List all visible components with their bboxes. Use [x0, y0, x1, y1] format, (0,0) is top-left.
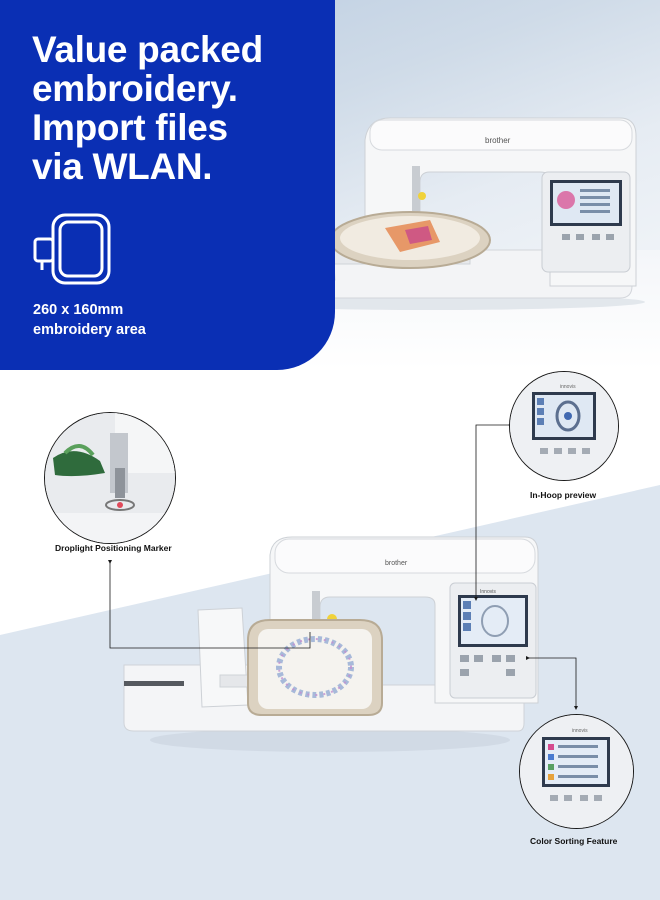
droplight-closeup	[45, 413, 175, 543]
in-hoop-preview-closeup: innovis	[510, 372, 618, 480]
headline: Value packed embroidery. Import files vi…	[32, 30, 322, 186]
needle-closeup-image	[45, 413, 175, 543]
embroidery-hoop-icon	[33, 213, 111, 285]
embroidery-area-label: embroidery area	[33, 322, 146, 338]
droplight-caption: Droplight Positioning Marker	[55, 543, 172, 553]
svg-text:brother: brother	[485, 136, 511, 145]
callout-connectors	[108, 423, 578, 710]
headline-line-3: Import files	[32, 107, 228, 148]
machine-brand-label: brother	[385, 560, 408, 567]
in-hoop-screen-image: innovis	[510, 372, 618, 480]
color-sorting-caption: Color Sorting Feature	[530, 836, 618, 846]
embroidery-machine-front-image: brother Innovis	[123, 536, 539, 752]
headline-line-4: via WLAN.	[32, 146, 213, 187]
features-section: brother Innovis	[0, 370, 660, 900]
svg-text:innovis: innovis	[572, 728, 588, 734]
headline-line-1: Value packed	[32, 29, 263, 70]
color-sorting-closeup: innovis	[520, 715, 633, 828]
headline-line-2: embroidery.	[32, 68, 238, 109]
in-hoop-caption: In-Hoop preview	[530, 490, 597, 500]
top-banner: brother Value packed embroidery. Import …	[0, 0, 660, 370]
headline-panel: Value packed embroidery. Import files vi…	[0, 0, 335, 370]
embroidery-area-text: 260 x 160mm embroidery area	[33, 300, 146, 340]
svg-text:innovis: innovis	[560, 384, 576, 390]
color-sorting-screen-image: innovis	[520, 715, 633, 828]
embroidery-area-size: 260 x 160mm	[33, 302, 124, 318]
